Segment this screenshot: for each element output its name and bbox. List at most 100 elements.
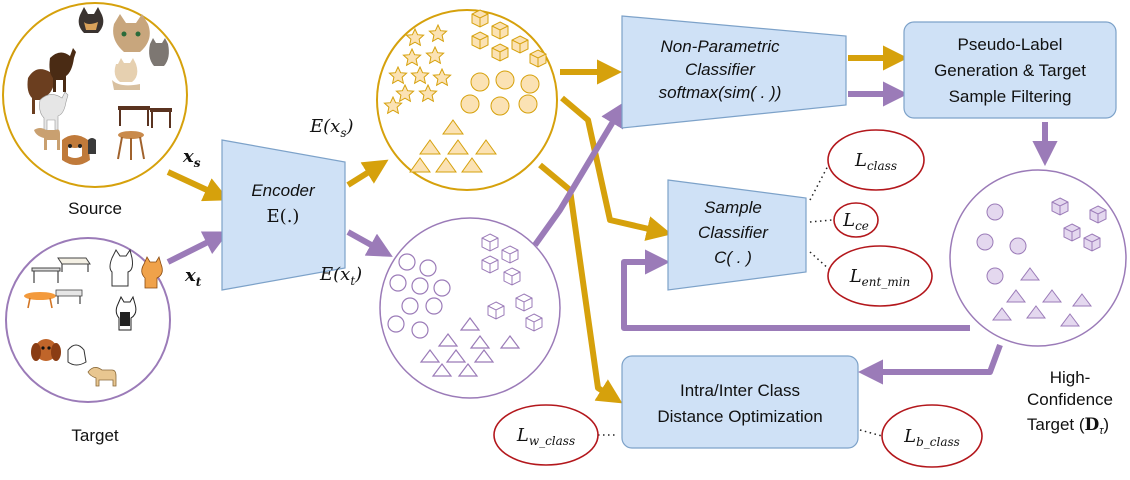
triangle-icon: [1006, 289, 1026, 303]
source-domain: [2, 2, 188, 188]
sketch-table-icon: [57, 257, 91, 272]
cat-icon: [141, 256, 163, 289]
cube-icon: [1063, 223, 1081, 242]
cube-icon: [1051, 197, 1069, 216]
triangle-icon: [1060, 313, 1080, 327]
horse-icon: [27, 62, 58, 114]
triangle-icon: [419, 349, 441, 363]
loss-connector: [809, 251, 831, 271]
pseudo-line1: Pseudo-Label: [958, 35, 1063, 54]
circle-icon: [419, 259, 437, 277]
triangle-icon: [445, 349, 467, 363]
cube-icon: [481, 233, 499, 252]
triangle-icon: [435, 157, 457, 173]
triangle-icon: [437, 333, 459, 347]
encoder-title: Encoder: [251, 181, 316, 200]
high-conf-line3: Target (Dτ): [1027, 415, 1109, 437]
sketch-table-icon: [55, 289, 83, 304]
npc-line1: Non-Parametric: [660, 37, 780, 56]
sketch-table-icon: [31, 267, 61, 283]
triangle-icon: [447, 139, 469, 155]
sketch-dog-icon: [67, 344, 87, 366]
encoder-func: E(.): [267, 206, 300, 227]
kitten-icon: [149, 38, 169, 66]
source-to-sample-classifier-arrow: [560, 95, 672, 241]
triangle-icon: [475, 139, 497, 155]
table-icon: [24, 292, 56, 309]
triangle-icon: [459, 317, 481, 331]
kitten-icon: [112, 58, 140, 90]
circle-icon: [986, 267, 1004, 285]
cube-icon: [471, 31, 489, 50]
distance-optimization-block: Intra/Inter Class Distance Optimization: [621, 355, 859, 449]
source-embedding-space: [376, 9, 558, 191]
dog-icon: [88, 138, 96, 154]
cube-icon: [511, 35, 529, 54]
highconf-to-sample-classifier-arrow: [621, 249, 970, 331]
horse-icon: [49, 48, 76, 92]
loss-ce: Lce: [833, 202, 879, 238]
triangle-icon: [419, 139, 441, 155]
stool-icon: [117, 131, 145, 160]
npc-line3: softmax(sim( . )): [659, 83, 782, 102]
non-parametric-classifier: Non-Parametric Classifier softmax(sim( .…: [621, 15, 847, 129]
loss-connector: [809, 219, 833, 223]
svg-text:Lent_min: Lent_min: [849, 266, 911, 289]
high-conf-line1: High-: [1050, 368, 1091, 387]
cartoon-dog-icon: [31, 339, 61, 361]
circle-icon: [976, 233, 994, 251]
svg-text:Lclass: Lclass: [854, 150, 897, 173]
sketch-cat-icon: [109, 248, 133, 287]
encoder-block: Encoder E(.): [221, 139, 346, 291]
triangle-icon: [431, 363, 453, 377]
highconf-to-distance-arrow: [857, 343, 1003, 385]
table-icon: [118, 106, 172, 128]
circle-icon: [389, 274, 407, 292]
loss-class: Lclass: [827, 129, 925, 191]
target-to-npc-arrow: [532, 101, 626, 247]
circle-icon: [401, 297, 419, 315]
source-label: Source: [68, 199, 122, 218]
target-embedding-space: [379, 217, 561, 399]
dog-icon: [34, 128, 60, 150]
circle-icon: [411, 321, 429, 339]
cube-icon: [1089, 205, 1107, 224]
source-var: xs: [182, 146, 201, 170]
cube-icon: [471, 9, 489, 28]
sample-classifier-line2: Classifier: [698, 223, 769, 242]
horse-icon: [39, 91, 69, 131]
circle-icon: [1009, 237, 1027, 255]
triangle-icon: [499, 335, 521, 349]
puppy-icon: [62, 135, 90, 165]
cartoon-dog-icon: [87, 367, 117, 387]
svg-text:Lce: Lce: [842, 210, 869, 233]
triangle-icon: [442, 119, 464, 135]
cube-icon: [491, 43, 509, 62]
distance-line2: Distance Optimization: [657, 407, 822, 426]
cat-icon: [113, 14, 150, 52]
loss-b-class: Lb_class: [881, 404, 983, 468]
circle-icon: [490, 96, 510, 116]
cube-icon: [525, 313, 543, 332]
circle-icon: [495, 70, 515, 90]
target-label: Target: [71, 426, 119, 445]
sample-classifier-line3: C( . ): [714, 248, 752, 267]
circle-icon: [387, 315, 405, 333]
circle-icon: [433, 279, 451, 297]
cube-icon: [487, 301, 505, 320]
loss-w-class: Lw_class: [493, 404, 599, 466]
cube-icon: [501, 245, 519, 264]
sketch-cat-icon: [115, 295, 137, 331]
target-to-encoder-arrow: [166, 231, 230, 265]
pseudo-label-block: Pseudo-Label Generation & Target Sample …: [903, 21, 1117, 119]
encoder-to-target-embedding-arrow: [346, 229, 393, 257]
triangle-icon: [461, 157, 483, 173]
sample-classifier: Sample Classifier C( . ): [667, 179, 807, 291]
sample-classifier-line1: Sample: [704, 198, 762, 217]
cube-icon: [491, 21, 509, 40]
circle-icon: [398, 253, 416, 271]
triangle-icon: [409, 157, 431, 173]
cube-icon: [515, 293, 533, 312]
cube-icon: [481, 255, 499, 274]
